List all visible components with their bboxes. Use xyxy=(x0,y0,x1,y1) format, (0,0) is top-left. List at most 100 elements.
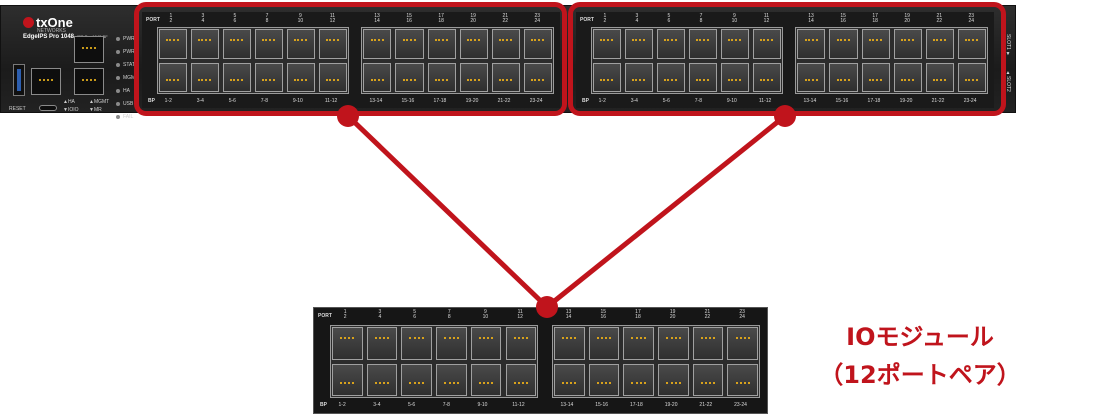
detail-rj45-port-22 xyxy=(692,363,724,397)
slot2-rj45-port-24 xyxy=(957,62,986,93)
connector-dot-module xyxy=(536,296,558,318)
port-number-label: 1 2 xyxy=(169,13,173,25)
port-pair-label: 11-12 xyxy=(512,402,525,409)
slot2-rj45-port-14 xyxy=(797,62,826,93)
slot2-rj45-port-18 xyxy=(861,62,890,93)
port-pair-label: 23-24 xyxy=(529,98,543,105)
port-number-label: 17 18 xyxy=(635,309,641,321)
slot2-rj45-port-11 xyxy=(752,29,781,59)
brand-logo: txOne xyxy=(23,15,73,30)
slot1-port-bank-1 xyxy=(156,27,349,95)
caption-line1: IOモジュール xyxy=(846,323,994,351)
status-led-label: HA xyxy=(123,87,130,94)
usb-c-port xyxy=(39,105,57,111)
port-pair-label: 21-22 xyxy=(699,402,713,409)
port-pair-label: 3-4 xyxy=(630,98,638,105)
status-led-label: USB xyxy=(123,100,134,107)
status-led-label: PWR1 xyxy=(123,35,138,42)
port-pair-label: 23-24 xyxy=(963,98,977,105)
led-indicator-icon xyxy=(116,88,120,93)
slot2-rj45-port-9 xyxy=(720,29,749,59)
detail-rj45-port-10 xyxy=(470,363,502,397)
port-pair-label: 19-20 xyxy=(664,402,678,409)
led-indicator-icon xyxy=(116,62,120,67)
detail-port-bank-1 xyxy=(329,324,539,399)
port-number-label: 3 4 xyxy=(635,13,639,25)
port-number-label: 17 18 xyxy=(872,13,878,25)
port-pair-label: 5-6 xyxy=(228,98,236,105)
port-number-label: 11 12 xyxy=(763,13,770,25)
port-pair-label: 7-8 xyxy=(260,98,269,105)
port-word-label: PORT xyxy=(318,313,332,320)
detail-rj45-port-6 xyxy=(401,363,433,397)
port-number-label: 15 16 xyxy=(600,309,606,321)
connector-dot-slot2 xyxy=(774,105,796,127)
detail-rj45-port-20 xyxy=(658,363,689,397)
port-number-label: 9 10 xyxy=(731,13,738,25)
status-led-1: PWR2 xyxy=(116,47,138,56)
slot1-rj45-port-23 xyxy=(523,29,552,59)
console-port xyxy=(74,36,104,63)
slot2-port-bank-1 xyxy=(590,27,783,95)
port-pair-label: 17-18 xyxy=(433,98,447,105)
detail-rj45-port-23 xyxy=(727,326,759,360)
detail-rj45-port-13 xyxy=(553,326,585,360)
port-pair-label: 17-18 xyxy=(867,98,881,105)
port-number-label: 7 8 xyxy=(265,13,269,25)
port-number-label: 17 18 xyxy=(438,13,444,25)
brand-subtitle: NETWORKS xyxy=(37,28,66,34)
port-number-label: 3 4 xyxy=(378,309,382,321)
connector-line-slot2 xyxy=(545,114,787,309)
slot2-rj45-port-1 xyxy=(592,29,621,59)
slot1-rj45-port-8 xyxy=(254,62,283,93)
status-led-0: PWR1 xyxy=(116,34,138,43)
caption-line2: （12ポートペア） xyxy=(819,361,1021,389)
port-pair-label: 5-6 xyxy=(407,402,416,409)
slot1-rj45-port-13 xyxy=(363,29,392,59)
port-number-label: 7 8 xyxy=(699,13,703,25)
port-pair-label: 1-2 xyxy=(164,98,172,105)
status-led-label: FAIL xyxy=(123,113,134,120)
slot1-label: SLOT1 ▼ xyxy=(1005,34,1011,58)
port-pair-label: 3-4 xyxy=(373,402,381,409)
port-number-label: 21 22 xyxy=(704,309,711,321)
connector-line-slot1 xyxy=(346,114,549,309)
detail-rj45-port-15 xyxy=(588,326,620,360)
slot2-rj45-port-7 xyxy=(688,29,717,59)
slot2-port-bank-2 xyxy=(795,27,988,95)
port-number-label: 5 6 xyxy=(667,13,671,25)
port-number-label: 13 14 xyxy=(565,309,572,321)
bypass-word-label: BP xyxy=(320,402,327,409)
slot1-rj45-port-20 xyxy=(459,62,488,93)
port-number-label: 15 16 xyxy=(840,13,846,25)
detail-rj45-port-17 xyxy=(623,326,654,360)
ioio-label: ▼IOIO xyxy=(63,107,79,113)
port-number-label: 1 2 xyxy=(603,13,607,25)
port-number-label: 13 14 xyxy=(374,13,380,25)
slot1-rj45-port-17 xyxy=(427,29,456,59)
port-word-label: PORT xyxy=(146,16,160,23)
slot1-rj45-port-9 xyxy=(286,29,315,59)
slot2-rj45-port-6 xyxy=(656,62,685,93)
detail-rj45-port-8 xyxy=(436,363,467,397)
port-pair-label: 1-2 xyxy=(338,402,346,409)
led-indicator-icon xyxy=(116,49,120,54)
detail-rj45-port-7 xyxy=(436,326,467,360)
slot1-rj45-port-10 xyxy=(286,62,315,93)
slot2-rj45-port-4 xyxy=(624,62,653,93)
status-led-6: FAIL xyxy=(116,112,138,121)
brand-dot-icon xyxy=(23,17,34,28)
detail-rj45-port-12 xyxy=(505,363,537,397)
port-pair-label: 21-22 xyxy=(497,98,511,105)
port-number-label: 15 16 xyxy=(406,13,412,25)
mgmt-label: ▲MGMT xyxy=(89,99,110,105)
port-pair-label: 3-4 xyxy=(196,98,204,105)
ha-label: ▲HA xyxy=(63,99,75,105)
detail-rj45-port-16 xyxy=(588,363,620,397)
port-pair-label: 9-10 xyxy=(477,402,488,409)
slot2-rj45-port-3 xyxy=(624,29,653,59)
brand-name: txOne xyxy=(36,15,73,30)
port-pair-label: 23-24 xyxy=(734,402,747,409)
